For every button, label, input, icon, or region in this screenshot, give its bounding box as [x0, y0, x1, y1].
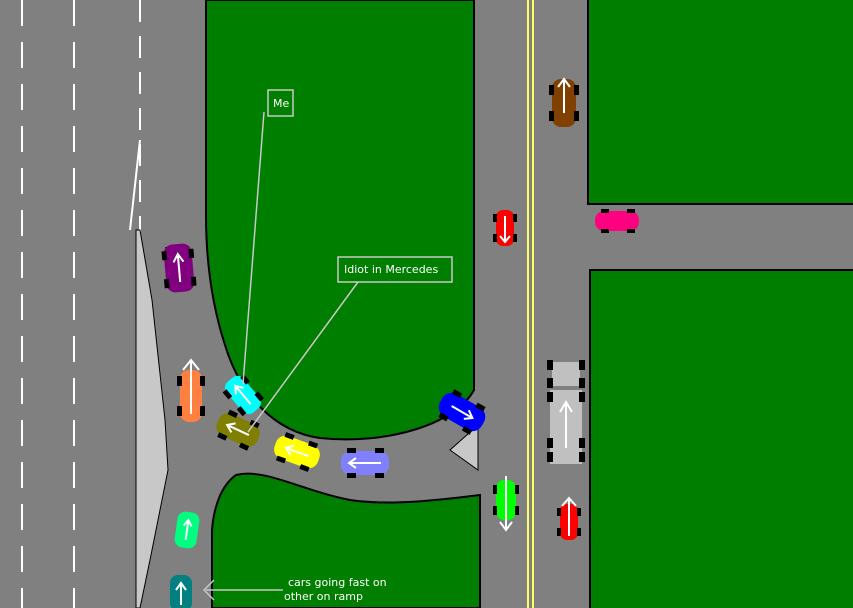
direction-arrow-icon: [225, 422, 250, 436]
car-body: [595, 211, 639, 231]
center-double-yellow: [527, 0, 534, 608]
truck-cab: [552, 362, 580, 386]
pointer-line: [247, 281, 359, 433]
direction-arrow-icon: [182, 518, 193, 541]
car-red-bottom: [557, 496, 581, 540]
direction-arrow-icon: [557, 77, 571, 113]
car-pink: [595, 209, 639, 233]
direction-arrow-icon: [499, 476, 513, 532]
car-green: [493, 476, 519, 532]
grass-right-top: [587, 0, 853, 205]
car-blue: [438, 389, 486, 435]
label-box: [267, 89, 294, 117]
car-red-top: [493, 210, 517, 246]
label-me: Me: [273, 97, 289, 110]
gore-area: [135, 229, 169, 608]
direction-arrow-icon: [561, 496, 577, 536]
car-me: [222, 374, 265, 417]
car-lavender: [341, 448, 389, 478]
direction-arrow-icon: [347, 457, 381, 469]
arrowhead-icon: [202, 579, 215, 601]
merge-line: [129, 139, 141, 231]
direction-arrow-icon: [182, 358, 200, 414]
car-teal: [170, 575, 192, 608]
car-orange: [177, 358, 205, 422]
grass-upper-middle: [205, 0, 475, 441]
grass-lower-middle: [211, 472, 481, 608]
direction-arrow-icon: [499, 216, 511, 244]
car-purple: [161, 243, 197, 293]
label-idiot: Idiot in Mercedes: [344, 263, 438, 276]
direction-arrow-icon: [172, 252, 185, 283]
direction-arrow-icon: [234, 384, 252, 405]
car-yellow: [274, 432, 320, 472]
pointer-line: [242, 111, 265, 385]
direction-arrow-icon: [451, 405, 474, 420]
label-box: [337, 256, 453, 283]
grass-right-bottom: [589, 269, 853, 608]
truck-gray: [547, 360, 585, 464]
direction-arrow-icon: [559, 400, 573, 448]
cars: [161, 77, 639, 608]
annotation-me: Me: [242, 89, 294, 385]
direction-arrow-icon: [175, 581, 187, 605]
annotation-idiot: Idiot in Mercedes: [247, 256, 453, 433]
annotation-ramp-note: cars going fast on other on ramp: [202, 576, 387, 603]
car-brown: [549, 77, 579, 127]
note-line-1: cars going fast on: [288, 576, 387, 589]
traffic-island: [449, 423, 479, 471]
car-light-green: [174, 511, 200, 549]
direction-arrow-icon: [284, 444, 309, 458]
note-line-2: other on ramp: [284, 590, 363, 603]
